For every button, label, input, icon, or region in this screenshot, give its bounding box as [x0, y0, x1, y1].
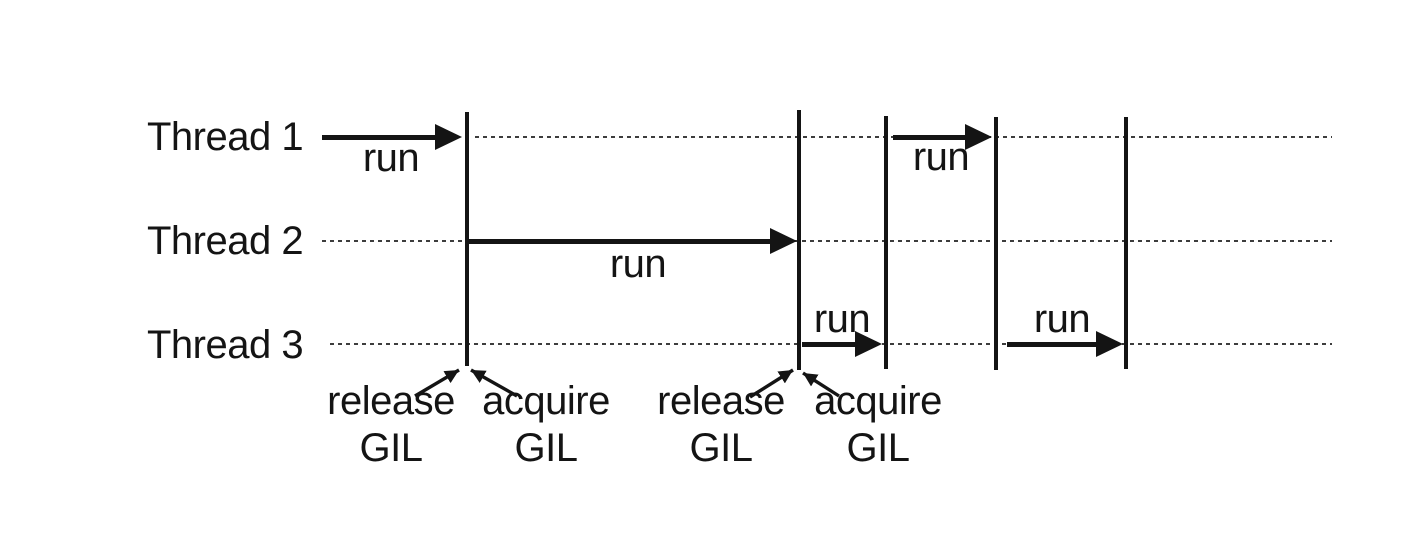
gil-event-acquire-1: acquire GIL: [482, 378, 610, 472]
arrow-head-icon: [1096, 331, 1123, 357]
arrow-shaft: [1007, 341, 1099, 347]
gil-switch-line-5: [1124, 117, 1128, 369]
gil-event-word: acquire: [814, 379, 942, 423]
thread-3-label: Thread 3: [147, 323, 304, 367]
run-label: run: [912, 135, 970, 179]
gil-event-word: GIL: [359, 426, 423, 470]
gil-event-word: GIL: [514, 426, 578, 470]
gil-event-word: GIL: [689, 426, 753, 470]
gil-event-acquire-2: acquire GIL: [814, 378, 942, 472]
arrow-head-icon: [435, 124, 462, 150]
run-label: run: [362, 136, 420, 180]
gil-event-word: GIL: [846, 426, 910, 470]
thread-2-timeline: [322, 240, 1332, 242]
run-label: run: [609, 242, 667, 286]
run-label: run: [813, 297, 871, 341]
run-label: run: [1033, 297, 1091, 341]
arrow-head-icon: [965, 124, 992, 150]
thread-2-label: Thread 2: [147, 219, 304, 263]
gil-switch-line-2: [797, 110, 801, 370]
gil-event-word: release: [327, 379, 455, 423]
arrow-shaft: [893, 134, 968, 140]
gil-event-word: release: [657, 379, 785, 423]
gil-switch-line-4: [994, 117, 998, 370]
gil-event-release-1: release GIL: [327, 378, 455, 472]
arrow-head-icon: [855, 331, 882, 357]
gil-switch-line-1: [465, 112, 469, 366]
gil-event-release-2: release GIL: [657, 378, 785, 472]
arrow-shaft: [802, 341, 858, 347]
gil-switch-line-3: [884, 116, 888, 369]
arrow-head-icon: [770, 228, 797, 254]
arrow-shaft: [322, 134, 438, 140]
thread-1-label: Thread 1: [147, 115, 304, 159]
arrow-shaft: [468, 238, 773, 244]
gil-event-word: acquire: [482, 379, 610, 423]
